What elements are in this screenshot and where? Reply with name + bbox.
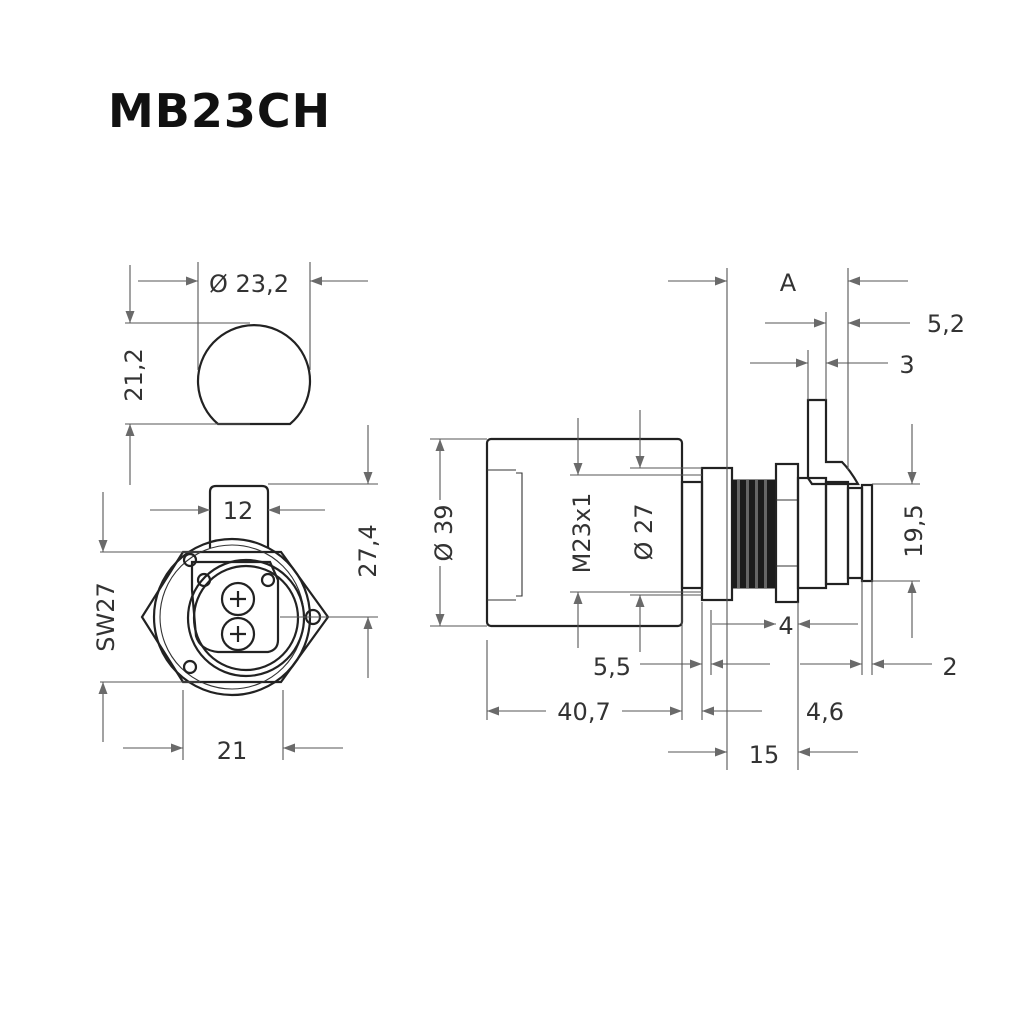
lock-side-view [430, 268, 932, 770]
dim-40-7: 40,7 [557, 698, 610, 726]
dim-thread-m23x1: M23x1 [568, 493, 596, 574]
dim-5-2: 5,2 [927, 310, 965, 338]
dim-diameter-23-2: Ø 23,2 [209, 270, 289, 298]
dim-width-12: 12 [223, 497, 254, 525]
dim-3: 3 [899, 351, 914, 379]
dim-width-21: 21 [217, 737, 248, 765]
dim-4-6: 4,6 [806, 698, 844, 726]
dim-a: A [780, 269, 797, 297]
dim-15: 15 [749, 741, 780, 769]
dim-height-27-4: 27,4 [354, 524, 382, 577]
dim-diameter-39: Ø 39 [430, 504, 458, 561]
dim-sw27: SW27 [92, 582, 120, 652]
dim-2: 2 [942, 653, 957, 681]
key-profile-view [125, 262, 368, 485]
dim-height-19-5: 19,5 [900, 504, 928, 557]
dim-height-21-2: 21,2 [120, 348, 148, 401]
drawing-title: MB23CH [108, 84, 332, 138]
lock-front-view [98, 425, 378, 760]
dim-5-5: 5,5 [593, 653, 631, 681]
dim-4: 4 [778, 612, 793, 640]
dim-diameter-27: Ø 27 [630, 503, 658, 560]
